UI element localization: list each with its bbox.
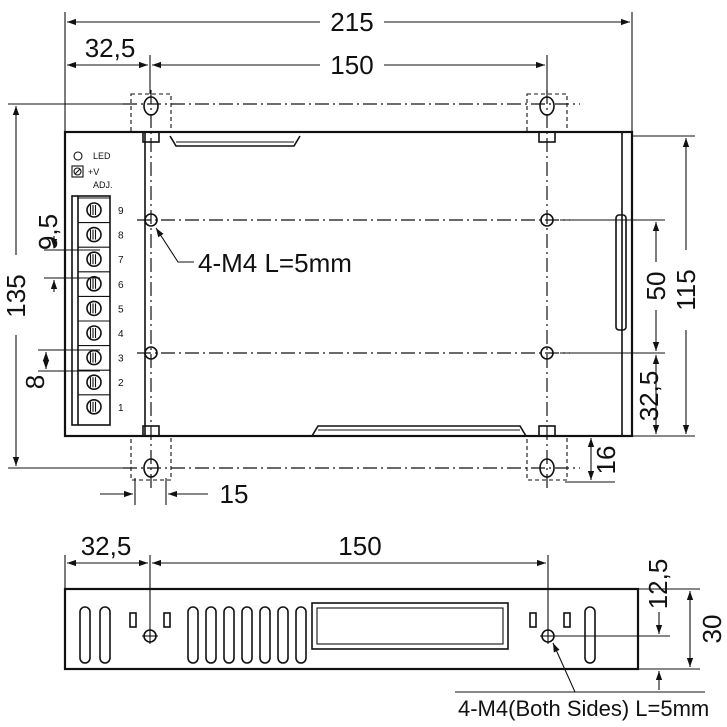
terminal-screw-icon — [86, 251, 102, 268]
vent-strip-top — [169, 135, 301, 147]
vent-slot — [259, 606, 271, 664]
m4-hole — [144, 346, 158, 360]
terminal-block: 9 8 7 6 5 4 3 2 1 — [71, 195, 124, 426]
dim-side-hole-spacing: 150 — [338, 531, 381, 561]
vent-slot — [241, 606, 253, 664]
vent-slot — [223, 606, 235, 664]
terminal-4: 4 — [78, 320, 124, 341]
side-screw-callout: 4-M4(Both Sides) L=5mm — [458, 696, 709, 721]
terminal-number: 5 — [118, 304, 124, 315]
terminal-screw-icon — [86, 300, 102, 317]
m4-hole — [540, 346, 554, 360]
terminal-screw-icon — [86, 275, 102, 292]
adj-potentiometer-icon — [73, 167, 82, 176]
plus-v-label: +V — [88, 167, 99, 177]
top-view: 215 32,5 150 135 115 50 32,5 16 15 — [1, 7, 701, 509]
adj-potentiometer-icon — [71, 165, 84, 178]
dim-hole-offset-bottom: 32,5 — [634, 371, 664, 422]
vent-slot — [187, 606, 199, 664]
terminal-number: 8 — [118, 231, 124, 242]
terminal-number: 9 — [118, 206, 124, 217]
adj-potentiometer-icon — [74, 168, 81, 175]
leader-line — [155, 227, 194, 263]
vent-slot — [99, 606, 111, 664]
terminal-screw-icon — [86, 325, 102, 341]
dim-overall-height: 135 — [1, 274, 31, 317]
side-tab — [563, 612, 571, 628]
terminal-3: 3 — [78, 345, 124, 366]
m4-hole — [144, 213, 158, 227]
dim-tab-height: 16 — [591, 446, 621, 475]
side-tab — [163, 612, 171, 628]
terminal-1: 1 — [78, 394, 124, 415]
terminal-screw-icon — [86, 349, 102, 366]
vent-slot — [79, 606, 91, 664]
terminal-block-frame — [71, 195, 111, 426]
terminal-8: 8 — [78, 222, 124, 243]
vent-strip-bottom — [311, 425, 527, 437]
side-tab — [529, 612, 537, 628]
dim-terminal-pitch: 9,5 — [33, 214, 63, 250]
terminal-number: 3 — [118, 354, 124, 365]
terminal-6: 6 — [78, 271, 124, 292]
side-tab — [129, 612, 137, 628]
dim-side-height: 30 — [697, 615, 727, 644]
m4-hole — [540, 213, 554, 227]
terminal-screw-icon — [86, 226, 102, 243]
terminal-screw-icon — [86, 202, 102, 218]
terminal-number: 2 — [118, 378, 124, 389]
terminal-number: 6 — [118, 280, 124, 291]
terminal-screw-icon — [86, 398, 102, 415]
led-indicator-icon — [73, 151, 83, 161]
dim-hole-spacing: 150 — [330, 50, 373, 80]
terminal-number: 4 — [118, 329, 124, 340]
dim-tab-width: 15 — [220, 479, 249, 509]
dim-hole-offset-left: 32,5 — [85, 33, 136, 63]
terminal-list: 9 8 7 6 5 4 3 2 1 — [78, 197, 124, 415]
leader-line — [552, 642, 580, 693]
dim-side-hole-height: 12,5 — [643, 559, 673, 610]
terminal-2: 2 — [78, 369, 124, 391]
terminal-number: 1 — [118, 403, 124, 414]
psu-body-outline — [63, 130, 634, 438]
led-label: LED — [93, 151, 111, 161]
side-body-outline — [63, 587, 640, 671]
connector-opening — [311, 602, 509, 650]
vent-slot — [205, 606, 217, 664]
screw-callout: 4-M4 L=5mm — [198, 248, 352, 278]
dim-inner-height: 115 — [671, 269, 701, 310]
terminal-number: 7 — [118, 255, 124, 266]
dim-terminal-block-height: 8 — [20, 375, 50, 389]
side-view: 32,5 150 12,5 30 4-M4(Both Sid — [63, 531, 727, 721]
dim-overall-width: 215 — [330, 7, 373, 37]
vent-slot-list — [79, 606, 596, 664]
terminal-screw-icon — [86, 374, 102, 391]
terminal-7: 7 — [78, 246, 124, 268]
terminal-5: 5 — [78, 295, 124, 317]
side-bracket — [615, 214, 627, 331]
vent-slot — [295, 606, 307, 664]
vent-slot — [584, 606, 596, 664]
dim-side-hole-offset: 32,5 — [81, 531, 132, 561]
vent-slot — [277, 606, 289, 664]
adj-label: ADJ. — [93, 180, 113, 190]
connector-opening — [316, 607, 504, 645]
dim-hole-vertical-spacing: 50 — [641, 272, 671, 301]
terminal-9: 9 — [78, 197, 124, 218]
